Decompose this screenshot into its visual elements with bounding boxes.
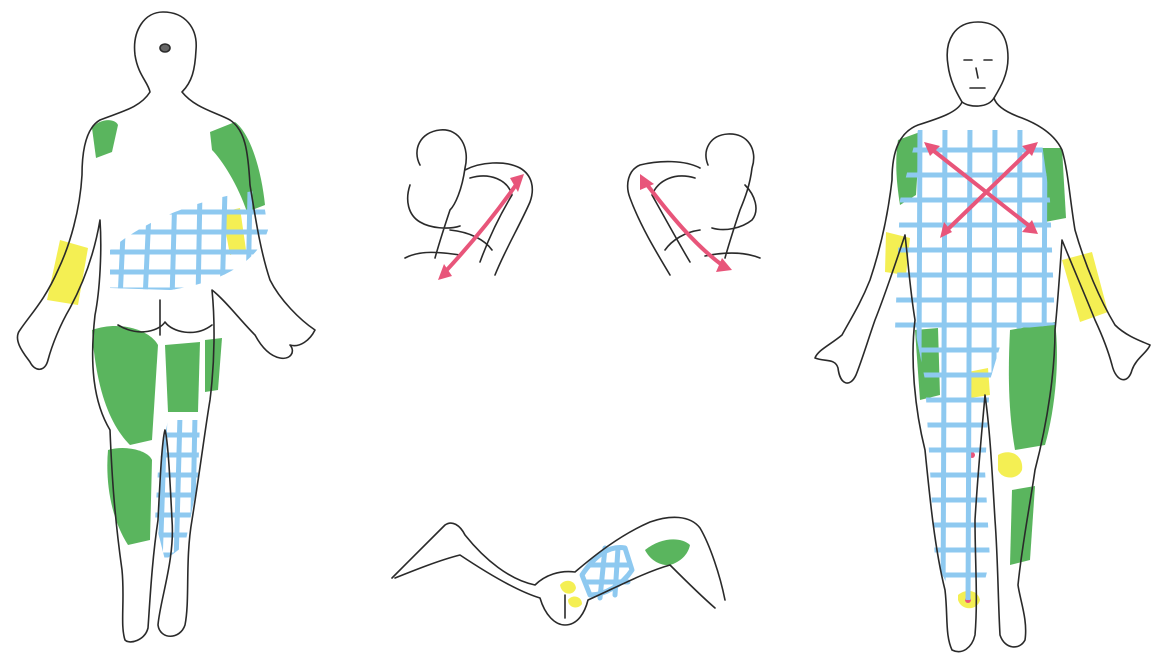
perineum-figure [392,517,725,625]
anterior-face-features [964,60,992,88]
anterior-body-figure [815,22,1150,652]
left-axilla-figure [628,134,760,275]
left-axilla-outline [628,134,760,275]
perineum-yellow-marks [560,581,582,608]
right-axilla-outline [405,130,532,275]
posterior-left-shoulder-region [92,120,118,158]
right-axilla-figure [405,130,532,280]
perineum-outline [392,517,725,625]
anterior-left-knee-yellow-region [998,452,1022,477]
posterior-body-figure [17,12,315,642]
posterior-left-thigh-region [92,326,158,445]
posterior-body-outline [17,12,315,642]
anterior-right-shoulder-region [896,132,920,205]
anterior-neck-line [962,98,994,106]
posterior-head-mark [160,44,170,52]
anterior-left-thigh-region [1009,322,1057,450]
posterior-buttocks-line [118,322,212,332]
anterior-body-outline [815,22,1150,652]
perineum-right-thigh-region [645,539,690,565]
posterior-left-forearm-region [47,240,88,305]
posterior-right-thigh-region [165,342,200,412]
posterior-right-arm-region [210,122,265,212]
